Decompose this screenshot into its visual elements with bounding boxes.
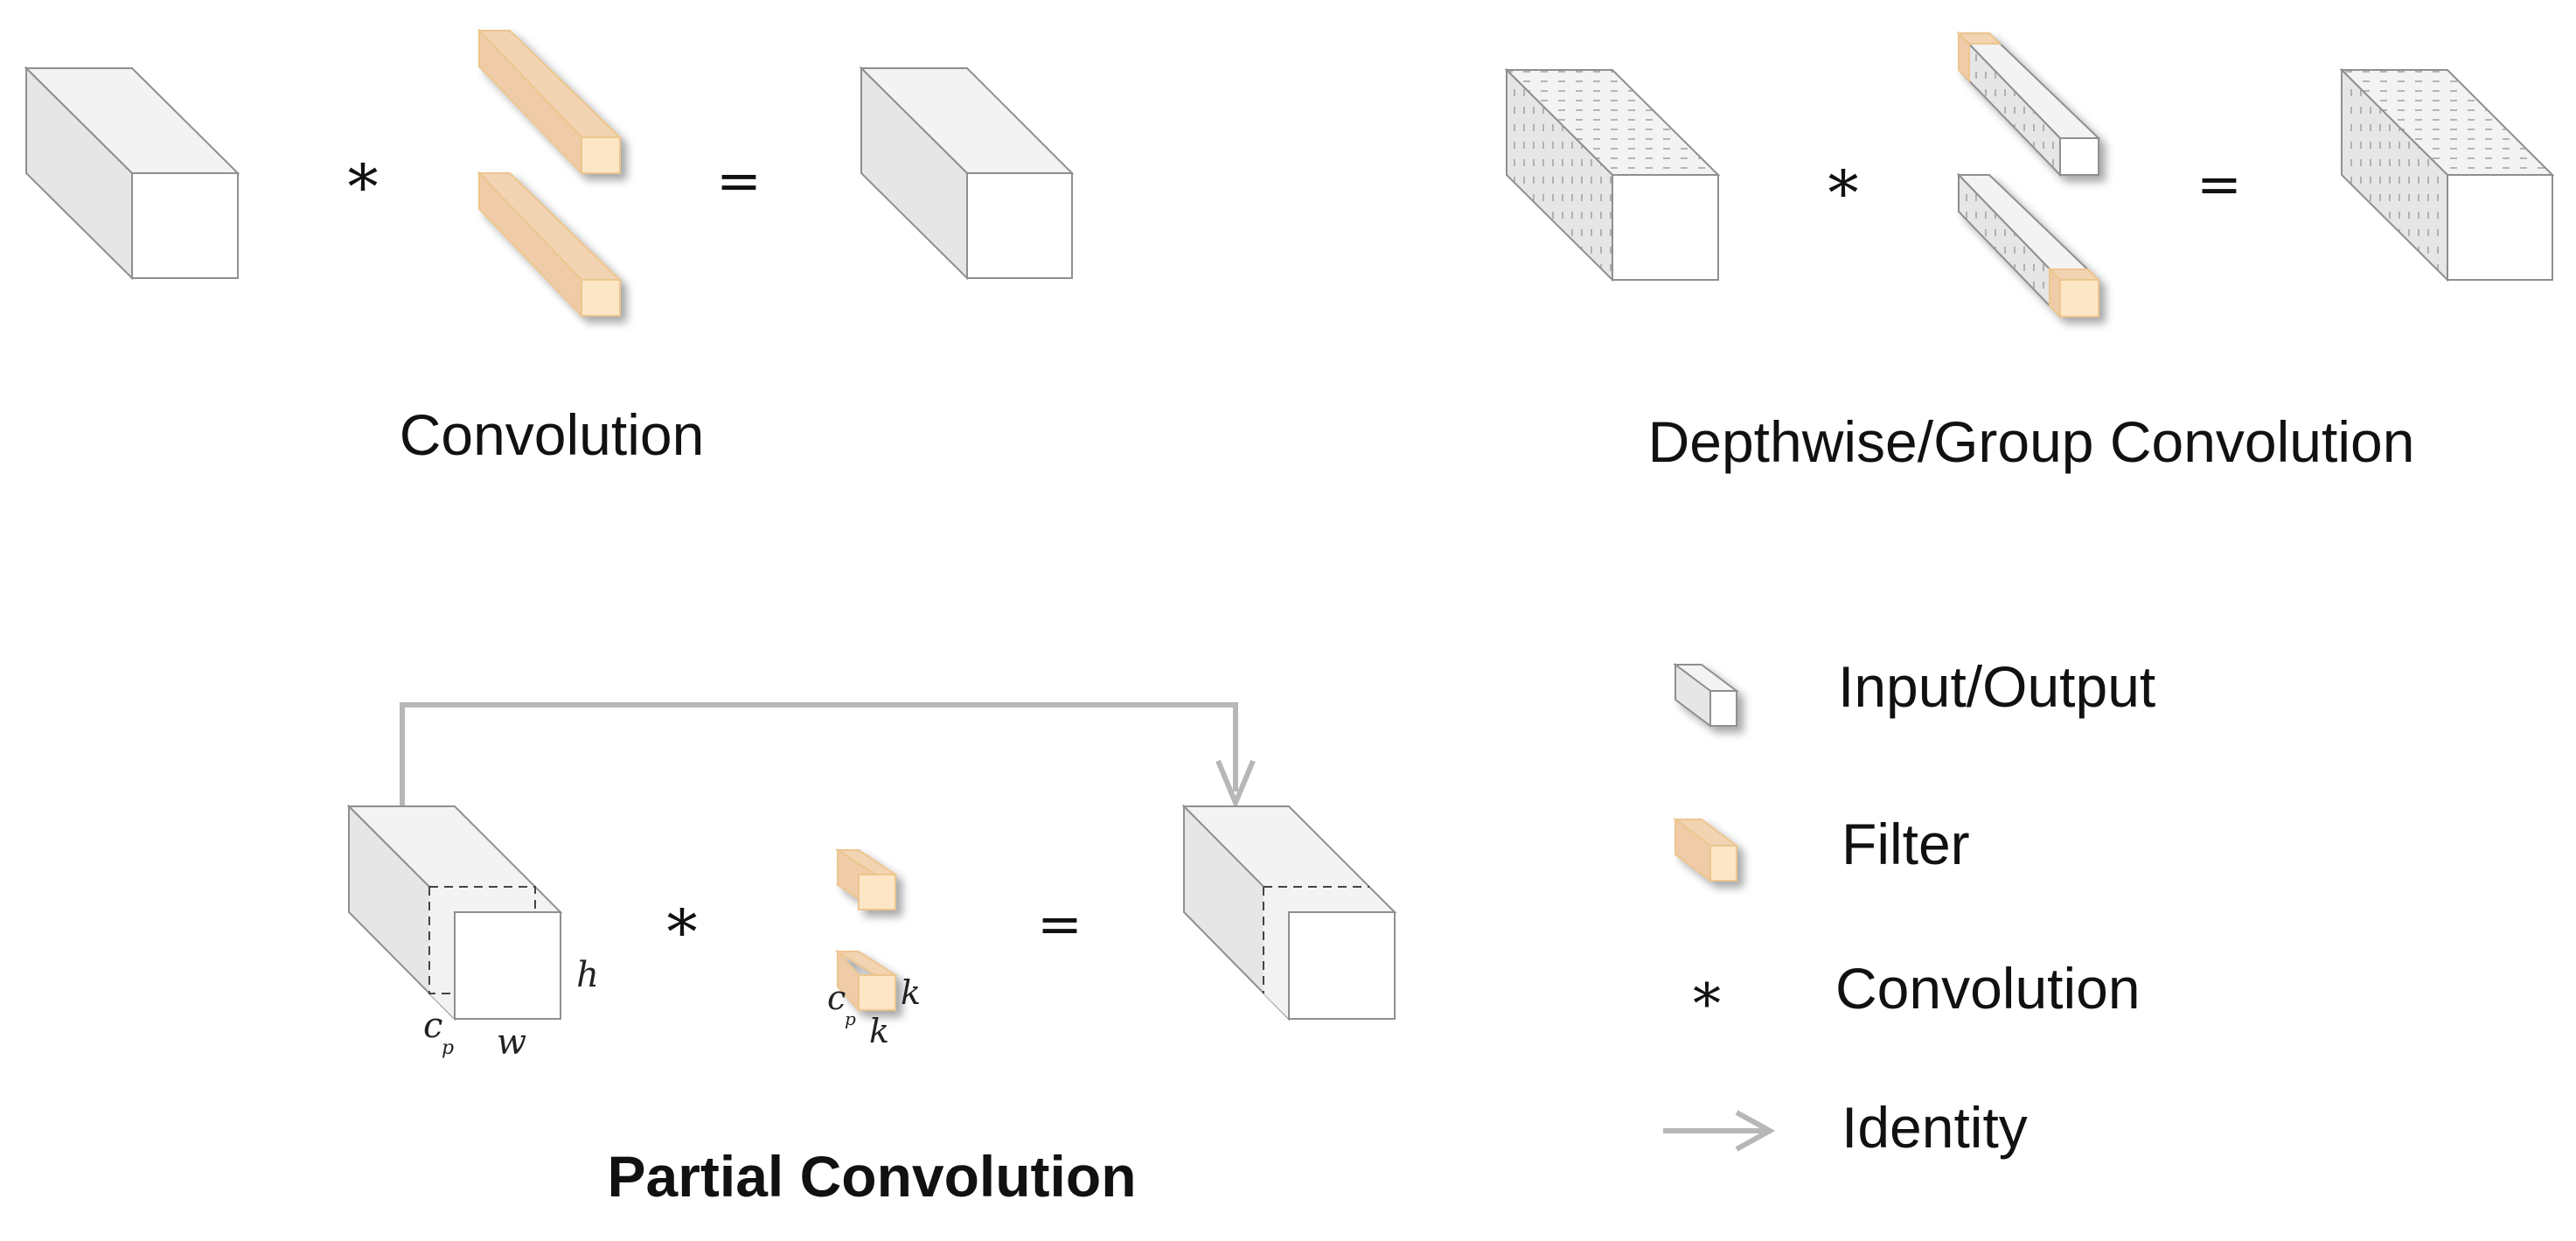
identity-connection: [400, 702, 1238, 806]
dim-label-filter-cp: c: [827, 979, 846, 1017]
convolution-operator: *: [1828, 157, 1859, 229]
cube-icon: [1673, 663, 1739, 728]
equals-operator: =: [716, 149, 762, 213]
panel-depthwise: * = Depthwise/Group Convolution: [1504, 31, 2555, 474]
grouped-filter-bottom: [1956, 172, 2101, 319]
depthwise-title: Depthwise/Group Convolution: [1648, 409, 2415, 474]
arrow-right-icon: [1663, 1110, 1776, 1152]
partial-filter-top: [834, 848, 899, 911]
partial-convolution-title: Partial Convolution: [607, 1144, 1136, 1209]
grouped-filter-top: [1956, 31, 2101, 178]
filter-bar-bottom: [477, 171, 623, 318]
legend-label-identity: Identity: [1841, 1095, 2028, 1160]
identity-arrowhead: [1215, 759, 1256, 810]
legend-label-convolution: Convolution: [1835, 956, 2141, 1021]
dim-label-h: h: [576, 955, 599, 995]
equals-operator: =: [2197, 152, 2242, 216]
dim-label-cp-subscript: p: [442, 1037, 454, 1059]
dim-label-cp: c: [423, 1006, 442, 1046]
dim-label-filter-k-right: k: [901, 973, 921, 1012]
asterisk-icon: *: [1693, 973, 1721, 1037]
output-cube: [859, 66, 1075, 281]
convolution-title: Convolution: [400, 402, 705, 467]
input-cube: [24, 66, 240, 281]
dim-label-filter-cp-subscript: p: [845, 1008, 856, 1029]
convolution-operator: *: [667, 896, 698, 968]
output-cube-grouped: [2339, 67, 2555, 282]
dim-label-filter-k-bottom: k: [869, 1012, 889, 1050]
filter-bar-top: [477, 28, 623, 176]
equals-operator: =: [1037, 892, 1083, 956]
dim-label-w: w: [497, 1022, 526, 1063]
legend-label-input-output: Input/Output: [1838, 654, 2155, 719]
panel-partial: c p w h * c p k k = Partial Convo: [346, 702, 1397, 1209]
panel-convolution: * = Convolution: [24, 28, 1075, 467]
output-cube-partial: [1181, 804, 1397, 1021]
partial-filter-bottom: [834, 949, 899, 1013]
legend-label-filter: Filter: [1841, 812, 1970, 876]
convolution-operator: *: [348, 151, 379, 223]
input-cube-grouped: [1504, 67, 1721, 282]
legend: Input/Output Filter * Convolution Identi…: [1663, 654, 2155, 1160]
filter-cube-icon: [1673, 818, 1739, 882]
input-cube-partial: [346, 804, 563, 1021]
